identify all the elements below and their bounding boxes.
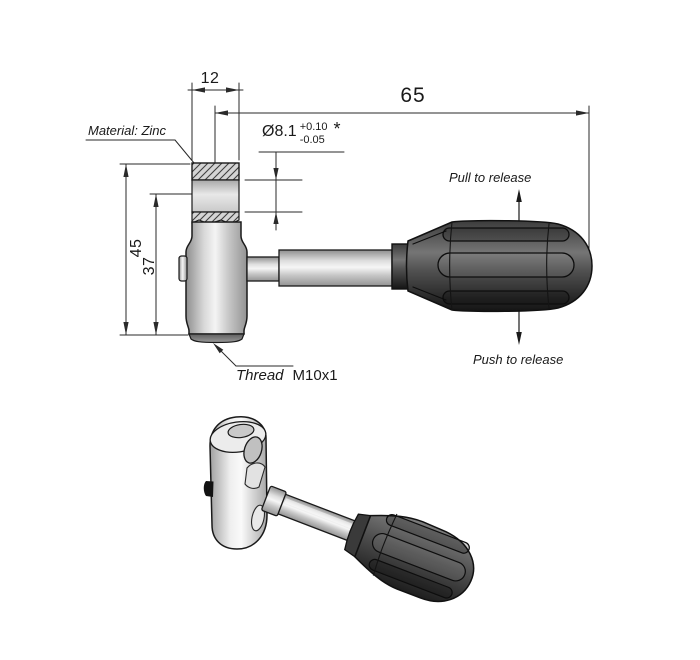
iso-grip-groove-middle: [371, 532, 466, 582]
iso-hub-cross-hole: [243, 436, 263, 464]
iso-grip-mold-line: [372, 513, 398, 576]
hub-side-pin: [178, 255, 188, 282]
push-note: Push to release: [473, 352, 564, 367]
thread-value: M10x1: [292, 367, 338, 384]
thread-label: Thread: [236, 367, 284, 384]
iso-grip-groove-bottom: [368, 558, 453, 599]
hole-note-flag: *: [333, 119, 341, 139]
hub-cross-hole: [191, 179, 240, 213]
shaft-stub: [246, 256, 280, 282]
dim-45-label: 45: [128, 238, 145, 258]
hub-bottom-edge: [188, 333, 245, 344]
iso-hub-top-hole: [227, 423, 255, 439]
iso-hub-pin: [203, 481, 214, 497]
grip-groove-middle: [437, 252, 575, 278]
iso-grip-body: [353, 514, 475, 603]
hole-tolerance-plus: +0.10: [299, 121, 328, 133]
dim-12-label: 12: [200, 70, 220, 87]
dim-37-label: 37: [141, 256, 158, 276]
grip-mold-line-left: [449, 221, 453, 311]
iso-hub-chamfer: [244, 462, 266, 489]
material-note: Material: Zinc: [88, 123, 167, 138]
iso-grip-ferrule: [343, 513, 372, 558]
grip-mold-line-right: [546, 223, 550, 309]
grip-cone-lines: [412, 230, 447, 301]
shaft-main: [278, 249, 393, 287]
hole-diameter-note: Ø8.1 +0.10 -0.05 *: [262, 120, 341, 146]
shaft-front: [246, 249, 393, 287]
dim-65-label: 65: [400, 84, 426, 107]
thread-note: Thread M10x1: [236, 368, 338, 383]
grip-body: [405, 219, 593, 313]
dimension-65: [214, 105, 590, 257]
hole-tolerance-stack: +0.10 -0.05: [300, 121, 328, 146]
dimension-45: [119, 163, 191, 336]
grip-groove-top: [442, 227, 570, 242]
iso-hub-slot: [250, 504, 266, 532]
hub-section-top-hatch: [191, 162, 240, 181]
front-view: [85, 82, 593, 367]
grip-groove-bottom: [442, 290, 570, 305]
dimension-hole-diameter: [244, 151, 345, 231]
pull-arrow: [516, 189, 522, 223]
iso-shaft-highlight: [284, 498, 353, 529]
dimension-37: [149, 193, 193, 336]
grip-ferrule: [391, 243, 409, 290]
hole-diameter-value: Ø8.1: [262, 123, 297, 140]
leader-thread: [213, 343, 294, 367]
hub-lower-body: [185, 221, 248, 335]
iso-view: [203, 416, 475, 603]
hub-front: [178, 162, 248, 344]
leader-material: [85, 139, 204, 174]
pull-note: Pull to release: [449, 170, 532, 185]
iso-handle-group: [261, 485, 475, 603]
dimension-12: [187, 82, 244, 161]
push-arrow: [516, 310, 522, 345]
hole-tolerance-minus: -0.05: [299, 133, 325, 146]
grip-front: [391, 219, 593, 313]
iso-grip-groove-top: [385, 514, 470, 554]
